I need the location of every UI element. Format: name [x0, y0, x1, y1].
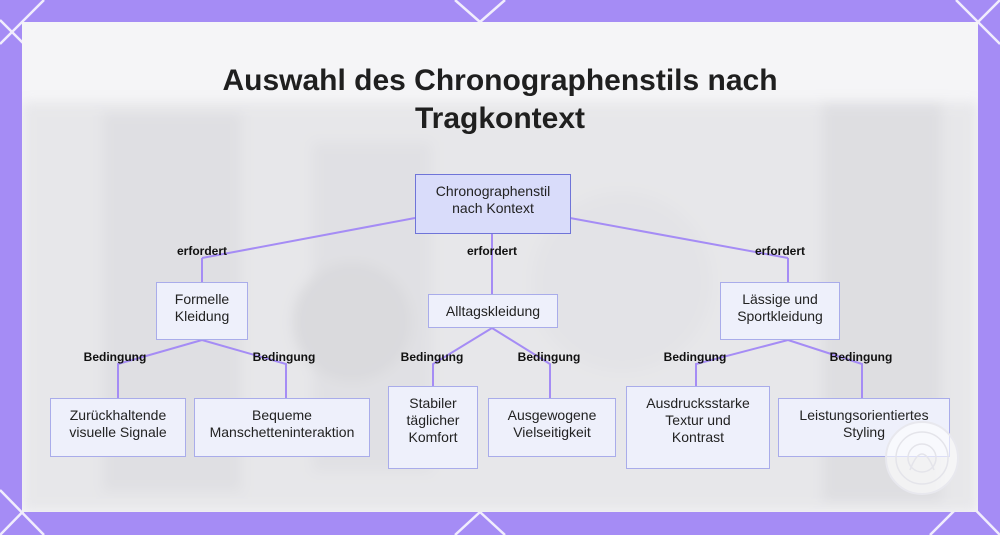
edge-label-condition: Bedingung [252, 350, 316, 364]
context-node-everyday: Alltagskleidung [428, 294, 558, 328]
outcome-node-comfort: Stabiler täglicher Komfort [388, 386, 478, 469]
context-node-sport: Lässige und Sportkleidung [720, 282, 840, 340]
outcome-node-versatility: Ausgewogene Vielseitigkeit [488, 398, 616, 457]
edge-formal-right [201, 339, 287, 398]
edge-sport-right [787, 339, 863, 398]
connector-lines [117, 217, 863, 398]
diagram-title: Auswahl des Chronographenstils nach Trag… [22, 62, 978, 138]
edge-sport-left [695, 339, 789, 386]
outcome-label-performance: Leistungsorientiertes Styling [799, 407, 929, 440]
root-label: Chronographenstil nach Kontext [435, 183, 551, 216]
outcome-node-texture: Ausdrucksstarke Textur und Kontrast [626, 386, 770, 469]
outcome-node-signals: Zurückhaltende visuelle Signale [50, 398, 186, 457]
edge-label-requires: erfordert [754, 244, 806, 258]
title-line-1: Auswahl des Chronographenstils nach [222, 64, 778, 97]
edge-label-condition: Bedingung [829, 350, 893, 364]
edge-label-condition: Bedingung [663, 350, 727, 364]
edge-formal-left [117, 339, 203, 398]
edge-root-sport [569, 217, 789, 259]
outcome-label-versatility: Ausgewogene Vielseitigkeit [507, 407, 597, 440]
title-line-2: Tragkontext [414, 102, 586, 135]
edge-label-requires: erfordert [176, 244, 228, 258]
context-node-formal: Formelle Kleidung [156, 282, 248, 340]
watermark-seal [885, 421, 959, 495]
edge-label-condition: Bedingung [400, 350, 464, 364]
edge-casual-left [432, 327, 493, 386]
edge-label-condition: Bedingung [517, 350, 581, 364]
edge-label-requires: erfordert [466, 244, 518, 258]
diagram-card: Auswahl des Chronographenstils nach Trag… [22, 22, 978, 512]
outcome-node-cuff: Bequeme Manschetteninteraktion [194, 398, 370, 457]
root-node: Chronographenstil nach Kontext [415, 174, 571, 234]
context-label-sport: Lässige und Sportkleidung [737, 291, 823, 324]
outcome-label-signals: Zurückhaltende visuelle Signale [69, 407, 167, 440]
context-label-formal: Formelle Kleidung [174, 291, 230, 324]
edge-casual-right [491, 327, 551, 398]
outcome-label-comfort: Stabiler täglicher Komfort [406, 395, 460, 445]
outcome-label-cuff: Bequeme Manschetteninteraktion [209, 407, 355, 440]
context-label-everyday: Alltagskleidung [445, 303, 541, 319]
edge-label-condition: Bedingung [83, 350, 147, 364]
outcome-label-texture: Ausdrucksstarke Textur und Kontrast [646, 395, 750, 445]
edge-root-formal [201, 217, 416, 259]
